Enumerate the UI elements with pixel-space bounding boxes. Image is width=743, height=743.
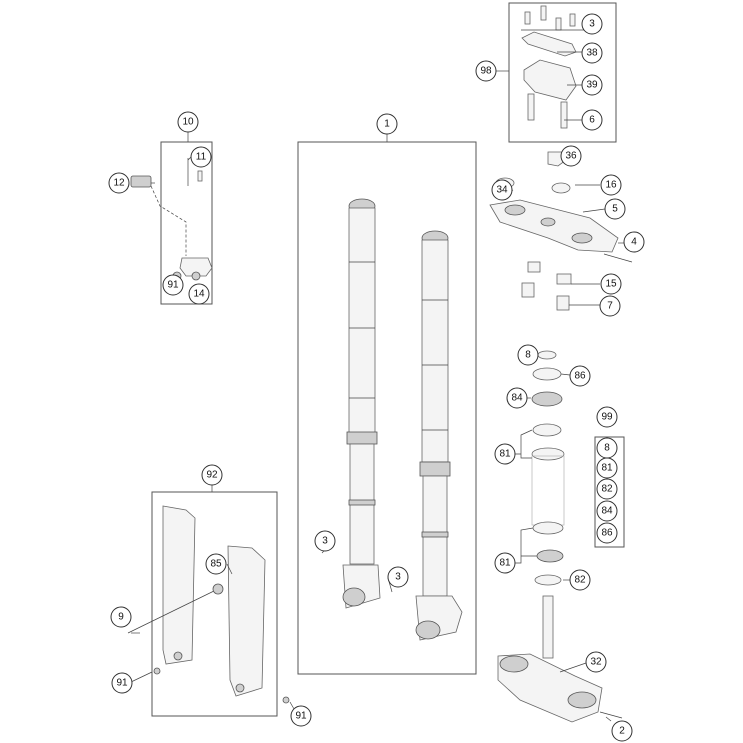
kit-box-92 — [151, 491, 278, 717]
svg-text:82: 82 — [601, 484, 613, 495]
callout-8-kit: 8 — [596, 437, 618, 459]
callout-81-lower: 81 — [494, 552, 516, 574]
svg-text:81: 81 — [499, 558, 511, 569]
fork-guard-left — [162, 505, 196, 665]
callout-9: 9 — [110, 606, 132, 628]
callout-12: 12 — [108, 172, 130, 194]
svg-text:3: 3 — [589, 19, 595, 30]
callout-81-kit: 81 — [596, 457, 618, 479]
callout-16: 16 — [600, 174, 622, 196]
callout-6: 6 — [581, 109, 603, 131]
kit-box-99 — [594, 436, 625, 548]
svg-text:34: 34 — [496, 185, 508, 196]
svg-text:4: 4 — [631, 237, 637, 248]
callout-91-guard-left: 91 — [111, 672, 133, 694]
callout-81-upper: 81 — [494, 443, 516, 465]
callout-86-kit: 86 — [596, 522, 618, 544]
svg-text:10: 10 — [182, 117, 194, 128]
svg-text:86: 86 — [601, 528, 613, 539]
callout-7: 7 — [599, 295, 621, 317]
callout-11: 11 — [190, 146, 212, 168]
svg-text:14: 14 — [193, 289, 205, 300]
svg-text:7: 7 — [607, 301, 613, 312]
callout-98: 98 — [475, 60, 497, 82]
svg-text:81: 81 — [601, 463, 613, 474]
callout-34: 34 — [491, 179, 513, 201]
svg-text:36: 36 — [565, 151, 577, 162]
callout-5: 5 — [604, 198, 626, 220]
steering-bearing-stack — [531, 350, 565, 586]
svg-text:1: 1 — [384, 119, 390, 130]
svg-text:3: 3 — [395, 572, 401, 583]
svg-text:91: 91 — [116, 678, 128, 689]
svg-text:38: 38 — [586, 48, 598, 59]
callout-82-kit: 82 — [596, 478, 618, 500]
callout-85: 85 — [205, 553, 227, 575]
svg-text:82: 82 — [574, 575, 586, 586]
callout-84-stack: 84 — [506, 387, 528, 409]
callout-91-guard-right: 91 — [290, 705, 312, 727]
svg-text:15: 15 — [605, 279, 617, 290]
svg-text:84: 84 — [601, 506, 613, 517]
lower-triple-clamp — [497, 595, 623, 723]
svg-text:6: 6 — [589, 115, 595, 126]
callout-32: 32 — [585, 651, 607, 673]
callout-14: 14 — [188, 283, 210, 305]
kit-10-parts — [130, 158, 213, 281]
svg-text:11: 11 — [196, 152, 207, 163]
fork-guard-right — [227, 545, 266, 697]
svg-text:8: 8 — [525, 350, 531, 361]
svg-text:85: 85 — [210, 559, 222, 570]
svg-text:91: 91 — [167, 280, 179, 291]
svg-text:8: 8 — [604, 443, 610, 454]
kit-box-10 — [160, 141, 213, 305]
kit-box-1 — [297, 141, 477, 675]
fork-leg-left — [342, 198, 381, 609]
callout-1: 1 — [376, 113, 398, 135]
callout-2: 2 — [611, 720, 633, 742]
fork-leg-right — [415, 230, 463, 641]
callout-38: 38 — [581, 42, 603, 64]
callout-84-kit: 84 — [596, 500, 618, 522]
upper-triple-clamp — [489, 151, 633, 311]
svg-text:92: 92 — [206, 470, 218, 481]
callout-15: 15 — [600, 273, 622, 295]
callout-92: 92 — [201, 464, 223, 486]
kit-box-98 — [508, 2, 617, 143]
svg-text:3: 3 — [322, 536, 328, 547]
svg-text:16: 16 — [605, 180, 617, 191]
svg-text:99: 99 — [601, 412, 613, 423]
svg-text:9: 9 — [118, 612, 124, 623]
callout-91-kit10: 91 — [162, 274, 184, 296]
callout-3-clamp: 3 — [581, 13, 603, 35]
svg-text:98: 98 — [480, 66, 492, 77]
callout-86-stack: 86 — [569, 365, 591, 387]
callout-3-left-leg: 3 — [314, 530, 336, 552]
svg-text:5: 5 — [612, 204, 618, 215]
svg-text:84: 84 — [511, 393, 523, 404]
callout-82-stack: 82 — [569, 569, 591, 591]
svg-text:32: 32 — [590, 657, 602, 668]
svg-text:39: 39 — [586, 80, 598, 91]
svg-text:91: 91 — [295, 711, 307, 722]
callout-39: 39 — [581, 74, 603, 96]
svg-text:2: 2 — [619, 726, 625, 737]
callout-10: 10 — [177, 111, 199, 133]
kit-98-parts — [521, 5, 577, 129]
svg-text:81: 81 — [499, 449, 511, 460]
guard-fasteners — [127, 583, 290, 704]
callout-36: 36 — [560, 145, 582, 167]
callout-4: 4 — [623, 231, 645, 253]
svg-text:12: 12 — [113, 178, 125, 189]
svg-text:86: 86 — [574, 371, 586, 382]
callout-8-stack: 8 — [517, 344, 539, 366]
callout-99: 99 — [596, 406, 618, 428]
callout-3-right-leg: 3 — [387, 566, 409, 588]
